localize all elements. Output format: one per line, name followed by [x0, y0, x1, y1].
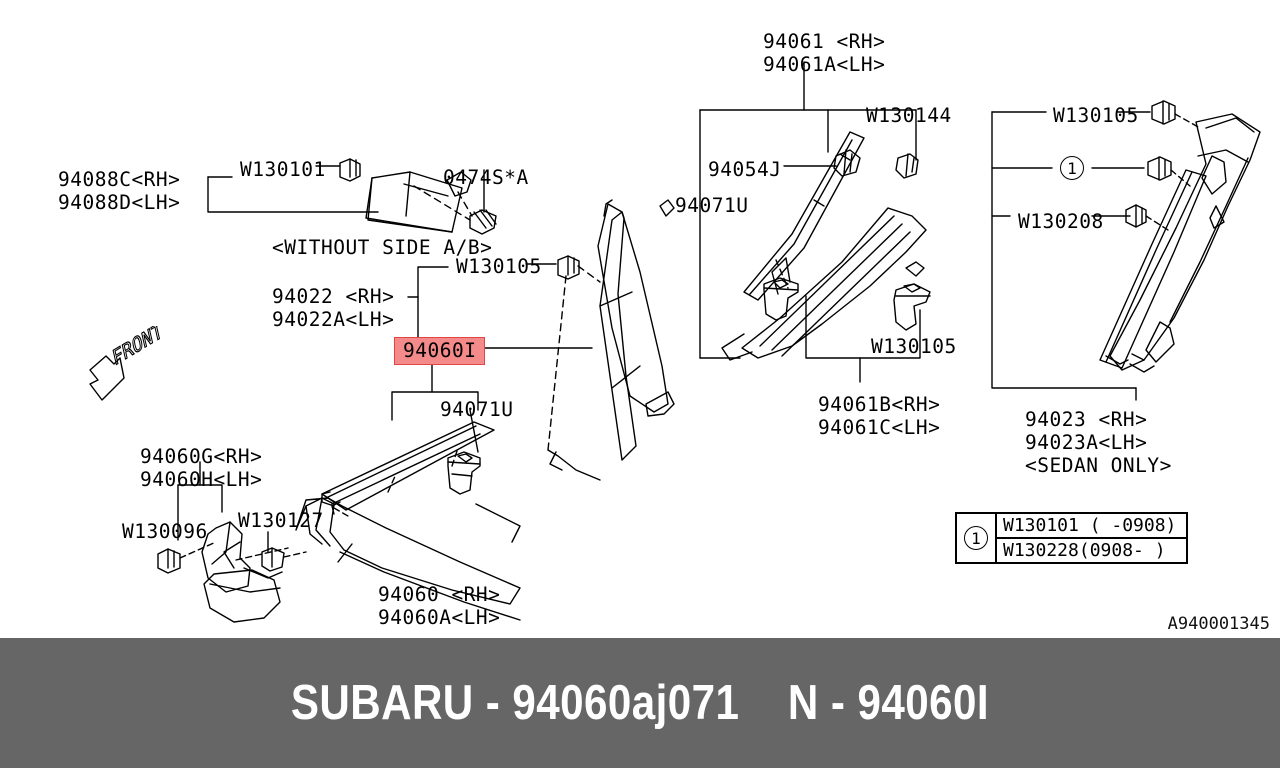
diagram-id-code: A940001345: [1167, 614, 1270, 634]
label-without-side-ab: <WITHOUT SIDE A/B>: [272, 236, 493, 259]
legend-box: 1 W130101 ( -0908) W130228(0908- ): [955, 512, 1189, 564]
callout-marker-1: 1: [1060, 156, 1084, 180]
label-0474s: 0474S*A: [443, 166, 529, 189]
legend-row-1: W130101 ( -0908): [997, 514, 1187, 539]
legend-marker-cell: 1: [957, 514, 997, 562]
label-w130105-a: W130105: [456, 255, 542, 278]
label-w130127: W130127: [238, 509, 324, 532]
label-w130101: W130101: [240, 158, 326, 181]
label-94088: 94088C<RH> 94088D<LH>: [58, 168, 181, 214]
footer-part-title: SUBARU - 94060aj071 N - 94060I: [290, 676, 990, 730]
highlighted-part-94060I[interactable]: 94060I: [394, 337, 486, 365]
label-w130096: W130096: [122, 520, 208, 543]
label-94061: 94061 <RH> 94061A<LH>: [763, 30, 886, 76]
label-94071u-b: 94071U: [440, 398, 514, 421]
label-94022: 94022 <RH> 94022A<LH>: [272, 285, 395, 331]
front-direction-arrow: FRONT: [89, 326, 165, 401]
front-arrow-label: FRONT: [110, 326, 165, 371]
label-94071u-a: 94071U: [675, 194, 749, 217]
label-94060: 94060 <RH> 94060A<LH>: [378, 583, 501, 629]
label-w130144: W130144: [866, 104, 952, 127]
label-w130105-b: W130105: [871, 335, 957, 358]
label-94023: 94023 <RH> 94023A<LH> <SEDAN ONLY>: [1025, 408, 1172, 477]
label-94054j: 94054J: [708, 158, 782, 181]
legend-rows: W130101 ( -0908) W130228(0908- ): [997, 514, 1187, 562]
circled-number-1: 1: [1060, 156, 1084, 180]
legend-row-2: W130228(0908- ): [1003, 540, 1166, 561]
label-w130208: W130208: [1018, 210, 1104, 233]
legend-circled-number: 1: [964, 526, 988, 550]
diagram-canvas: FRONT 94088C<RH> 94088D<LH> W130101 0474…: [58, 30, 1270, 634]
label-94061b: 94061B<RH> 94061C<LH>: [818, 393, 941, 439]
label-w130105-c: W130105: [1053, 104, 1139, 127]
footer-bar: SUBARU - 94060aj071 N - 94060I: [0, 638, 1280, 768]
label-94060g: 94060G<RH> 94060H<LH>: [140, 445, 263, 491]
